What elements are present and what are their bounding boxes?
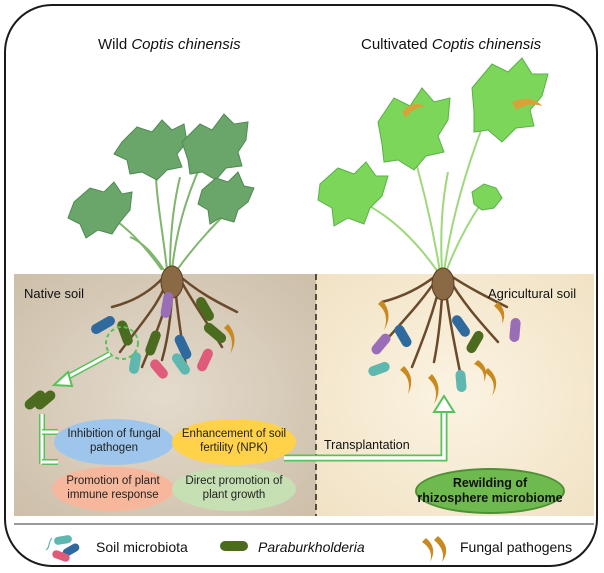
diagram-canvas bbox=[14, 57, 594, 562]
cultivated-plant-title: Cultivated Coptis chinensis bbox=[361, 36, 541, 53]
function-soil-fertility: Enhancement of soil fertility (NPK) bbox=[172, 419, 296, 465]
cultivated-leaves bbox=[317, 57, 549, 227]
paraburkholderia-cluster bbox=[24, 390, 56, 410]
cultivated-prefix: Cultivated bbox=[361, 36, 432, 53]
soil-microbe bbox=[509, 318, 521, 342]
figure-frame: Wild Coptis chinensis Cultivated Coptis … bbox=[4, 4, 598, 567]
wild-rhizome bbox=[160, 265, 184, 299]
fungal-pathogen bbox=[484, 368, 497, 396]
function-immune-response: Promotion of plant immune response bbox=[52, 467, 174, 511]
fungal-pathogen bbox=[378, 300, 389, 330]
wild-species: Coptis chinensis bbox=[131, 36, 241, 53]
cultivated-species: Coptis chinensis bbox=[431, 36, 542, 53]
soil-microbe bbox=[160, 292, 174, 318]
soil-microbe bbox=[128, 352, 142, 374]
agricultural-soil-microbes bbox=[368, 300, 521, 404]
paraburkholderia-cell bbox=[117, 320, 133, 346]
paraburkholderia-cell bbox=[466, 330, 484, 354]
fungal-pathogen bbox=[400, 366, 412, 394]
native-soil-microbes bbox=[91, 292, 235, 379]
fungal-leaf-spots bbox=[402, 98, 542, 118]
wild-prefix: Wild bbox=[98, 36, 132, 53]
soil-microbe bbox=[455, 370, 467, 392]
legend-fungal-pathogen-icon bbox=[422, 536, 447, 562]
wild-leaves bbox=[67, 113, 255, 239]
soil-microbe bbox=[174, 334, 192, 360]
paraburkholderia-cell bbox=[196, 297, 214, 321]
cultivated-rhizome bbox=[431, 267, 455, 301]
fungal-pathogen bbox=[428, 374, 439, 404]
legend-paraburkholderia-icon bbox=[220, 541, 248, 551]
soil-microbe bbox=[371, 333, 391, 355]
soil-microbe bbox=[91, 316, 115, 334]
wild-plant-title: Wild Coptis chinensis bbox=[98, 36, 241, 53]
paraburkholderia-cell bbox=[145, 330, 161, 356]
fungal-pathogen bbox=[494, 302, 505, 324]
soil-microbe bbox=[150, 359, 168, 379]
function-plant-growth: Direct promotion of plant growth bbox=[172, 467, 296, 511]
zoom-circle bbox=[105, 326, 139, 360]
soil-microbe bbox=[197, 348, 213, 372]
legend-soil-microbiota-icon bbox=[45, 535, 80, 562]
legend-soil-microbiota-label: Soil microbiota bbox=[96, 539, 188, 555]
rewilding-result: Rewilding of rhizosphere microbiome bbox=[415, 468, 565, 514]
transplantation-label: Transplantation bbox=[324, 438, 410, 452]
soil-microbe bbox=[171, 353, 191, 375]
soil-microbe bbox=[368, 361, 390, 377]
transplantation-arrow bbox=[284, 394, 456, 462]
native-soil-label: Native soil bbox=[24, 286, 84, 301]
fungal-pathogen bbox=[474, 360, 486, 382]
fungal-pathogen bbox=[224, 324, 235, 354]
soil-microbe bbox=[394, 324, 412, 348]
legend-fungal-pathogens-label: Fungal pathogens bbox=[460, 539, 573, 555]
soil-microbe bbox=[451, 315, 471, 337]
agricultural-soil-label: Agricultural soil bbox=[488, 286, 577, 301]
function-fungal-inhibition: Inhibition of fungal pathogen bbox=[54, 419, 174, 465]
legend-paraburkholderia-label: Paraburkholderia bbox=[258, 539, 365, 555]
paraburkholderia-cell bbox=[203, 322, 227, 344]
